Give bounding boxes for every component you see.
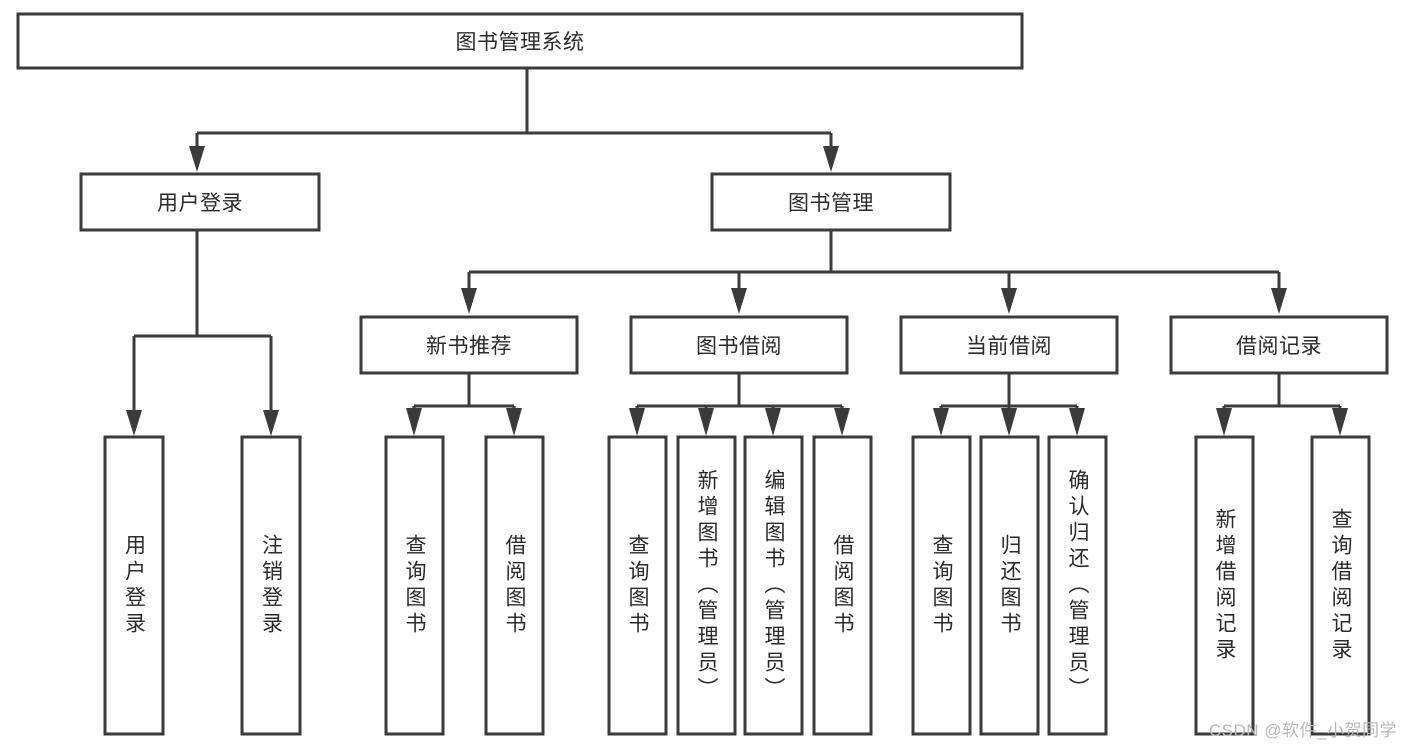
node-box-leaf-add-book[interactable] [676,435,737,736]
node-box-leaf-query-record[interactable] [1310,435,1371,736]
node-box-leaf-borrow-book-2[interactable] [812,435,873,736]
node-box-leaf-query-book-3[interactable] [911,435,972,736]
arrow-head-current-borrow [1001,288,1017,314]
arrow-head-leaf-return-book [1001,408,1017,436]
node-box-book-management[interactable] [710,172,952,232]
arrow-head-leaf-add-book [698,408,714,436]
node-box-leaf-edit-book[interactable] [743,435,804,736]
arrow-head-book-borrow [731,288,747,314]
node-box-leaf-user-login[interactable] [103,435,165,736]
node-box-root[interactable] [16,12,1024,70]
arrow-head-leaf-query-book-3 [933,408,949,436]
node-box-leaf-borrow-book-1[interactable] [484,435,545,736]
node-box-borrow-record[interactable] [1169,315,1389,375]
arrow-head-leaf-confirm-return [1069,408,1085,436]
arrow-head-leaf-borrow-book-1 [506,408,522,436]
arrow-head-borrow-record [1271,288,1287,314]
arrow-head-leaf-borrow-book-2 [834,408,850,436]
node-box-leaf-return-book[interactable] [979,435,1040,736]
arrow-head-leaf-user-logout [263,410,279,436]
arrow-head-book-management [823,146,839,172]
node-box-leaf-query-book-1[interactable] [384,435,445,736]
arrow-head-leaf-query-book-1 [406,408,422,436]
node-box-leaf-confirm-return[interactable] [1047,435,1108,736]
arrow-head-leaf-user-login [126,410,142,436]
node-box-leaf-query-book-2[interactable] [607,435,668,736]
node-box-leaf-user-logout[interactable] [240,435,302,736]
node-box-book-borrow[interactable] [629,315,849,375]
arrow-head-leaf-edit-book [765,408,781,436]
arrow-head-leaf-query-record [1332,408,1348,436]
node-box-user-login[interactable] [79,172,321,232]
arrow-head-leaf-add-record [1216,408,1232,436]
arrow-head-user-login [189,146,205,172]
arrow-head-new-book-recommend [461,288,477,314]
arrow-head-leaf-query-book-2 [629,408,645,436]
node-box-current-borrow[interactable] [899,315,1119,375]
node-box-new-book-recommend[interactable] [359,315,579,375]
node-box-leaf-add-record[interactable] [1194,435,1255,736]
